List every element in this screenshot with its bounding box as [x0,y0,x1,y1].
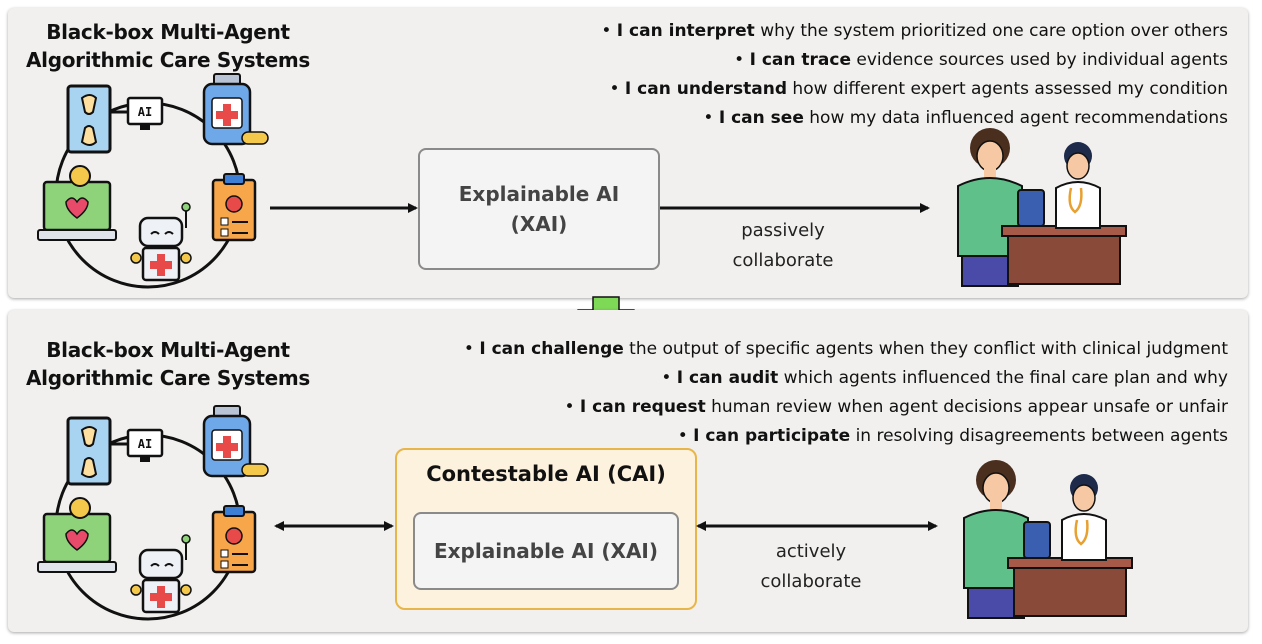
cai-arrows [274,521,938,531]
collab-line1: passively [741,220,825,241]
bullet-item: • I can request human review when agent … [564,397,1228,417]
xai-box-line2: (XAI) [510,212,568,236]
collab-line1: actively [775,541,847,562]
xai-panel: Black-box Multi-Agent Algorithmic Care S… [8,8,1248,298]
system-title-line2: Algorithmic Care Systems [25,48,310,72]
collab-line2: collaborate [760,571,862,592]
cai-box-title: Contestable AI (CAI) [426,462,666,486]
bullet-item: • I can see how my data influenced agent… [703,108,1228,128]
cai-panel: Black-box Multi-Agent Algorithmic Care S… [8,310,1248,632]
system-title-line1: Black-box Multi-Agent [46,20,290,44]
cai-capabilities-list: • I can challenge the output of specific… [464,335,1228,451]
bullet-item: • I can challenge the output of specific… [463,339,1228,359]
inner-xai-box: Explainable AI (XAI) [413,512,679,590]
inner-xai-label: Explainable AI (XAI) [433,539,659,563]
xai-box-line1: Explainable AI [458,182,620,206]
doctor-patient-icon [956,126,1128,288]
system-title-line1: Black-box Multi-Agent [46,338,290,362]
system-title: Black-box Multi-Agent Algorithmic Care S… [8,336,328,392]
bullet-item: • I can understand how different expert … [609,79,1228,99]
xai-box: Explainable AI (XAI) [418,148,660,270]
system-title-line2: Algorithmic Care Systems [25,366,310,390]
collab-label: passively collaborate [708,216,858,276]
system-title: Black-box Multi-Agent Algorithmic Care S… [8,18,328,74]
doctor-patient-icon [962,458,1134,620]
collab-line2: collaborate [732,250,834,271]
bullet-item: • I can audit which agents influenced th… [661,368,1228,388]
xai-capabilities-list: • I can interpret why the system priorit… [601,17,1228,133]
bullet-item: • I can interpret why the system priorit… [601,21,1228,41]
cai-box: Contestable AI (CAI) Explainable AI (XAI… [395,448,697,610]
bullet-item: • I can participate in resolving disagre… [677,426,1228,446]
xai-arrows [270,203,930,213]
collab-label: actively collaborate [736,537,886,597]
bullet-item: • I can trace evidence sources used by i… [734,50,1228,70]
